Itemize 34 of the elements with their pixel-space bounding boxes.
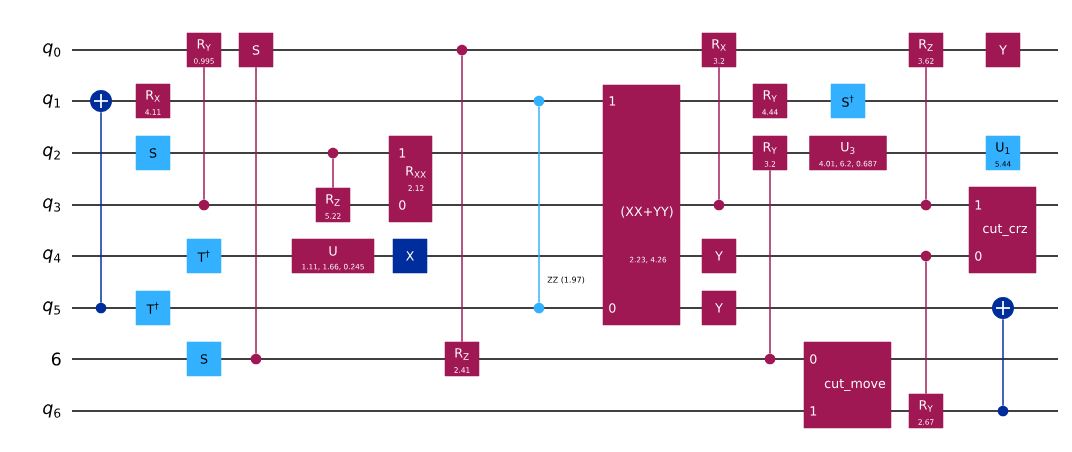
control-line <box>718 66 720 201</box>
qubit-label: q$_{6}$ <box>43 404 61 418</box>
control-line <box>925 260 927 395</box>
qubit-label: q$_{2}$ <box>43 146 60 160</box>
qubit-label: q$_{1}$ <box>43 94 60 108</box>
gate-box: S <box>238 32 274 68</box>
edge-label: ZZ (1.97) <box>545 275 587 285</box>
qubit-label: q$_{3}$ <box>43 198 61 212</box>
qubit-label: q$_{4}$ <box>43 249 61 263</box>
qubit-label: 6 <box>51 352 61 366</box>
qubit-label: q$_{0}$ <box>43 43 61 57</box>
control-line <box>925 66 927 201</box>
target-symbol <box>992 297 1014 319</box>
gate-box: S <box>135 135 171 171</box>
target-symbol <box>90 90 112 112</box>
control-line <box>769 169 771 355</box>
gate-box: T$^{†}$ <box>186 238 222 274</box>
gate-box: 0 cut_move 1 <box>803 341 892 429</box>
gate-box: Y <box>985 32 1021 68</box>
control-line <box>100 111 102 304</box>
control-line <box>255 66 257 355</box>
control-line <box>538 105 540 304</box>
gate-box: T$^{†}$ <box>135 290 171 326</box>
control-line <box>332 157 334 189</box>
qubit-label: q$_{5}$ <box>43 301 60 315</box>
gate-box: X <box>392 238 428 274</box>
control-line <box>461 54 463 343</box>
gate-box: S$^{†}$ <box>830 83 866 119</box>
gate-box: 1 cut_crz 0 <box>968 186 1037 274</box>
gate-box: Y <box>701 238 737 274</box>
gate-box: S <box>186 341 222 377</box>
gate-box: Y <box>701 290 737 326</box>
control-line <box>1002 318 1004 407</box>
control-line <box>203 66 205 201</box>
